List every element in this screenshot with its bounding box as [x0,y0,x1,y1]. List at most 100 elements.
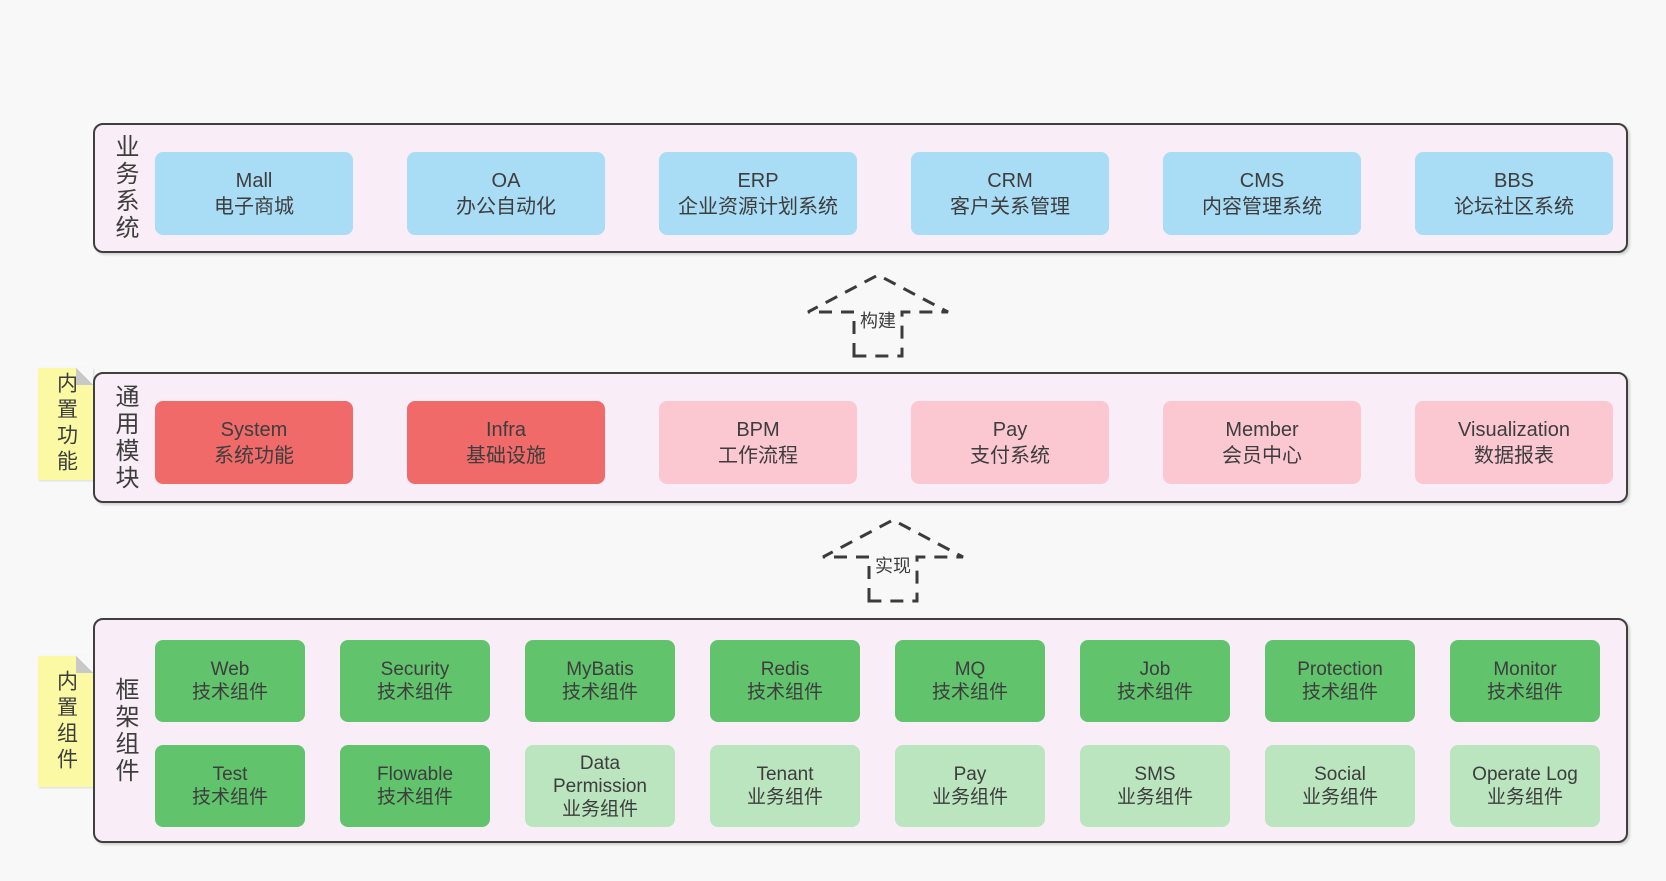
box-title: Data Permission [553,752,647,797]
box-title: Mall [235,169,273,192]
dashed-up-arrow-icon [822,518,964,603]
box-redis: Redis 技术组件 [710,640,860,722]
box-title: CMS [1239,169,1285,192]
box-title: Social [1314,764,1366,785]
box-data-permission: Data Permission 业务组件 [525,745,675,827]
box-mybatis: MyBatis 技术组件 [525,640,675,722]
box-operate-log: Operate Log 业务组件 [1450,745,1600,827]
box-subtitle: 技术组件 [1486,682,1563,703]
box-subtitle: 系统功能 [214,444,294,467]
modules-box-row: System 系统功能 Infra 基础设施 BPM 工作流程 Pay 支付系统… [155,401,1613,484]
box-title: Member [1225,418,1299,441]
framework-box-row-1: Web 技术组件 Security 技术组件 MyBatis 技术组件 Redi… [155,640,1600,722]
box-subtitle: 业务组件 [1301,787,1378,808]
box-subtitle: 客户关系管理 [950,195,1070,218]
box-subtitle: 技术组件 [1116,682,1193,703]
box-tenant: Tenant 业务组件 [710,745,860,827]
arrow-label: 构建 [856,306,900,334]
box-subtitle: 论坛社区系统 [1454,195,1574,218]
box-subtitle: 支付系统 [970,444,1050,467]
panel-label-business-systems: 业务系统 [111,134,138,242]
box-system: System 系统功能 [155,401,353,484]
box-subtitle: 电子商城 [214,195,294,218]
box-title: Visualization [1458,418,1570,441]
box-subtitle: 工作流程 [718,444,798,467]
box-title: OA [491,169,521,192]
box-mq: MQ 技术组件 [895,640,1045,722]
box-security: Security 技术组件 [340,640,490,722]
box-subtitle: 办公自动化 [456,195,556,218]
box-title: Infra [485,418,527,441]
box-erp: ERP 企业资源计划系统 [659,152,857,235]
box-web: Web 技术组件 [155,640,305,722]
arrow-implement: 实现 [821,517,965,603]
arrow-label: 实现 [871,551,915,579]
box-pay: Pay 支付系统 [911,401,1109,484]
box-test: Test 技术组件 [155,745,305,827]
box-subtitle: 企业资源计划系统 [678,195,838,218]
box-visualization: Visualization 数据报表 [1415,401,1613,484]
panel-label-common-modules: 通用模块 [111,383,138,492]
box-title: Pay [953,764,987,785]
panel-framework-components: 框架组件 Web 技术组件 Security 技术组件 MyBatis 技术组件… [93,618,1628,843]
panel-common-modules: 通用模块 System 系统功能 Infra 基础设施 BPM 工作流程 Pay… [93,372,1628,503]
tag-label: 内置功能 [54,372,78,476]
box-title: Web [210,659,250,680]
box-flowable: Flowable 技术组件 [340,745,490,827]
business-box-row: Mall 电子商城 OA 办公自动化 ERP 企业资源计划系统 CRM 客户关系… [155,152,1613,235]
box-subtitle: 技术组件 [1301,682,1378,703]
box-title: Redis [760,659,810,680]
box-title: Job [1139,659,1171,680]
box-bbs: BBS 论坛社区系统 [1415,152,1613,235]
sticky-tag-built-in-features: 内置功能 [38,368,93,480]
folded-corner-icon [76,656,93,673]
box-subtitle: 数据报表 [1474,444,1554,467]
folded-corner-icon [76,368,93,385]
box-title: Tenant [756,764,814,785]
box-sms: SMS 业务组件 [1080,745,1230,827]
box-subtitle: 技术组件 [561,682,638,703]
box-member: Member 会员中心 [1163,401,1361,484]
box-subtitle: 业务组件 [1486,787,1563,808]
box-subtitle: 会员中心 [1222,444,1302,467]
box-social: Social 业务组件 [1265,745,1415,827]
arrow-build: 构建 [806,272,950,358]
box-infra: Infra 基础设施 [407,401,605,484]
box-subtitle: 技术组件 [376,682,453,703]
box-subtitle: 技术组件 [746,682,823,703]
box-subtitle: 技术组件 [191,682,268,703]
box-cms: CMS 内容管理系统 [1163,152,1361,235]
box-title: ERP [737,169,779,192]
box-subtitle: 内容管理系统 [1202,195,1322,218]
box-title: Test [212,764,248,785]
panel-label-framework-components: 框架组件 [111,676,138,785]
panel-business-systems: 业务系统 Mall 电子商城 OA 办公自动化 ERP 企业资源计划系统 CRM… [93,123,1628,253]
box-bpm: BPM 工作流程 [659,401,857,484]
tag-label: 内置组件 [54,669,78,774]
box-pay-business: Pay 业务组件 [895,745,1045,827]
box-job: Job 技术组件 [1080,640,1230,722]
box-subtitle: 基础设施 [466,444,546,467]
box-oa: OA 办公自动化 [407,152,605,235]
box-title: Protection [1297,659,1383,680]
box-subtitle: 业务组件 [561,798,638,820]
box-subtitle: 业务组件 [1116,787,1193,808]
box-subtitle: 业务组件 [746,787,823,808]
sticky-tag-built-in-components: 内置组件 [38,656,93,787]
box-title: Monitor [1493,659,1557,680]
box-protection: Protection 技术组件 [1265,640,1415,722]
box-title: Pay [992,418,1028,441]
box-monitor: Monitor 技术组件 [1450,640,1600,722]
box-title: MQ [954,659,986,680]
box-title: BBS [1493,169,1535,192]
box-title: Operate Log [1472,764,1578,785]
box-mall: Mall 电子商城 [155,152,353,235]
box-subtitle: 业务组件 [931,787,1008,808]
box-subtitle: 技术组件 [931,682,1008,703]
box-title: CRM [987,169,1033,192]
box-title: Flowable [376,764,454,785]
box-title: Security [380,659,450,680]
framework-box-row-2: Test 技术组件 Flowable 技术组件 Data Permission … [155,745,1600,827]
box-title: MyBatis [566,659,634,680]
